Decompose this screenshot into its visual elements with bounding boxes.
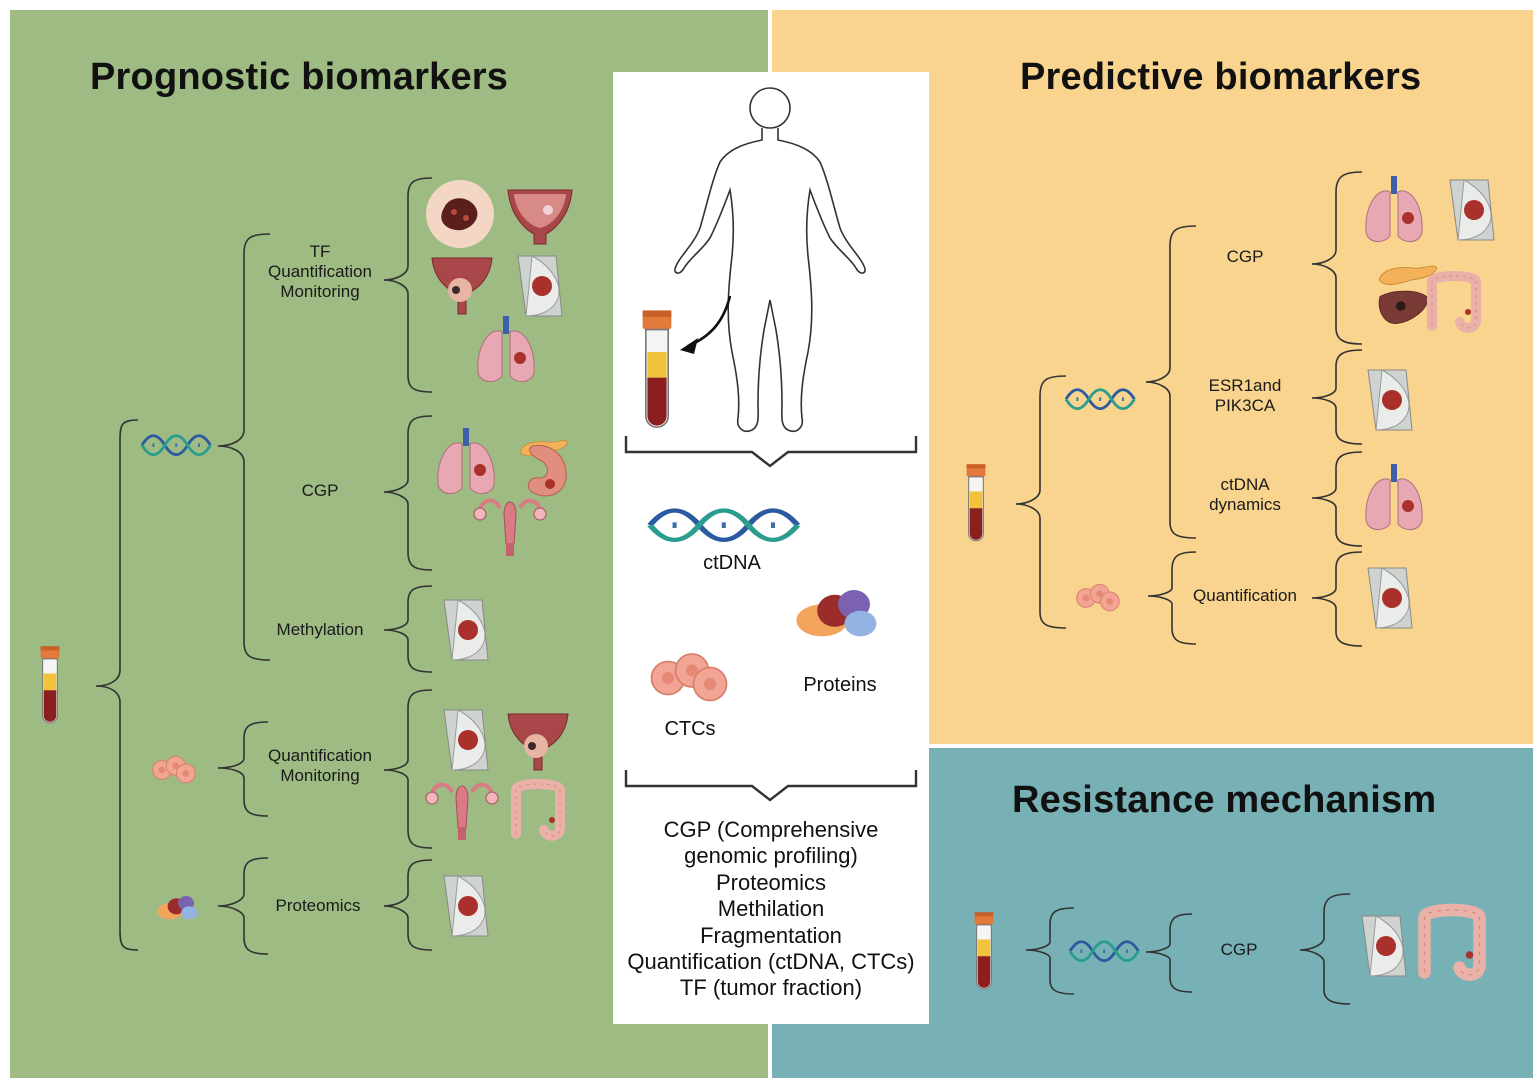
predictive-brackets <box>1015 171 1363 647</box>
methods-line: TF (tumor fraction) <box>679 975 863 1001</box>
prognostic-title: Prognostic biomarkers <box>90 56 509 98</box>
stomach-icon <box>527 444 567 497</box>
methods-line: CGP (Comprehensive <box>663 817 879 842</box>
blood-tube-icon <box>974 911 994 990</box>
dna-helix-icon <box>1064 388 1136 411</box>
breast-icon <box>443 599 489 661</box>
breast-icon <box>517 255 563 317</box>
ctcs-label: CTCs <box>664 718 716 740</box>
proteins-label: Proteins <box>803 674 877 696</box>
breast-icon <box>1367 567 1413 629</box>
resistance-cgp-label: CGP <box>1220 940 1258 959</box>
predictive-esr1-label: ESR1and PIK3CA <box>1208 376 1282 415</box>
prognostic-ctc-label: Quantification Monitoring <box>268 746 372 785</box>
predictive-title: Predictive biomarkers <box>1020 56 1422 98</box>
methods-list: CGP (Comprehensive genomic profiling) Pr… <box>613 817 929 1002</box>
dna-helix-icon <box>1068 940 1140 963</box>
prostate-icon <box>431 257 493 315</box>
prognostic-proteomics-label: Proteomics <box>275 896 361 915</box>
uterus-icon <box>472 498 548 558</box>
protein-cluster-icon <box>157 896 198 920</box>
breast-icon <box>1367 369 1413 431</box>
prognostic-tf-label: TF Quantification Monitoring <box>268 242 372 301</box>
resistance-brackets <box>1025 893 1351 1005</box>
ctdna-label: ctDNA <box>703 552 761 574</box>
lung-icon <box>477 315 535 383</box>
predictive-dynamics-label: ctDNA dynamics <box>1209 475 1281 514</box>
dna-helix-icon <box>650 511 798 540</box>
blood-tube-icon <box>40 645 60 724</box>
ctc-cells-icon <box>650 653 728 702</box>
colon-icon <box>516 784 560 836</box>
skin-lesion-icon <box>426 180 494 248</box>
breast-icon <box>1361 915 1407 977</box>
ctc-cells-icon <box>1076 583 1120 612</box>
prostate-icon <box>507 713 569 771</box>
prognostic-cgp-label: CGP <box>301 481 339 500</box>
ctc-cells-icon <box>152 755 196 784</box>
predictive-cgp-label: CGP <box>1226 247 1264 266</box>
prognostic-brackets <box>95 177 433 955</box>
prognostic-methylation-label: Methylation <box>276 620 364 639</box>
arrow-icon <box>687 295 732 348</box>
blood-tube-icon <box>641 309 673 429</box>
breast-icon <box>443 709 489 771</box>
blood-tube-icon <box>966 463 986 542</box>
methods-line: Fragmentation <box>700 922 842 948</box>
lung-icon <box>1365 463 1423 531</box>
breast-icon <box>443 875 489 937</box>
breast-icon <box>1449 179 1495 241</box>
protein-cluster-icon <box>796 590 877 637</box>
methods-line: genomic profiling) <box>684 843 858 869</box>
methods-line: Methilation <box>717 896 825 922</box>
colon-icon <box>1432 276 1476 328</box>
predictive-quantification-label: Quantification <box>1193 586 1297 605</box>
methods-line: Quantification (ctDNA, CTCs) <box>627 949 915 975</box>
liver-icon <box>1378 290 1429 325</box>
uterus-icon <box>424 782 500 842</box>
resistance-title: Resistance mechanism <box>1012 779 1437 821</box>
bladder-icon <box>507 189 573 245</box>
dna-helix-icon <box>140 434 212 457</box>
center-brackets <box>624 436 918 802</box>
center-panel <box>613 72 929 1024</box>
colon-icon <box>1425 910 1480 975</box>
human-body-icon <box>674 87 866 433</box>
lung-icon <box>437 427 495 495</box>
lung-icon <box>1365 175 1423 243</box>
methods-line: Proteomics <box>715 869 827 895</box>
